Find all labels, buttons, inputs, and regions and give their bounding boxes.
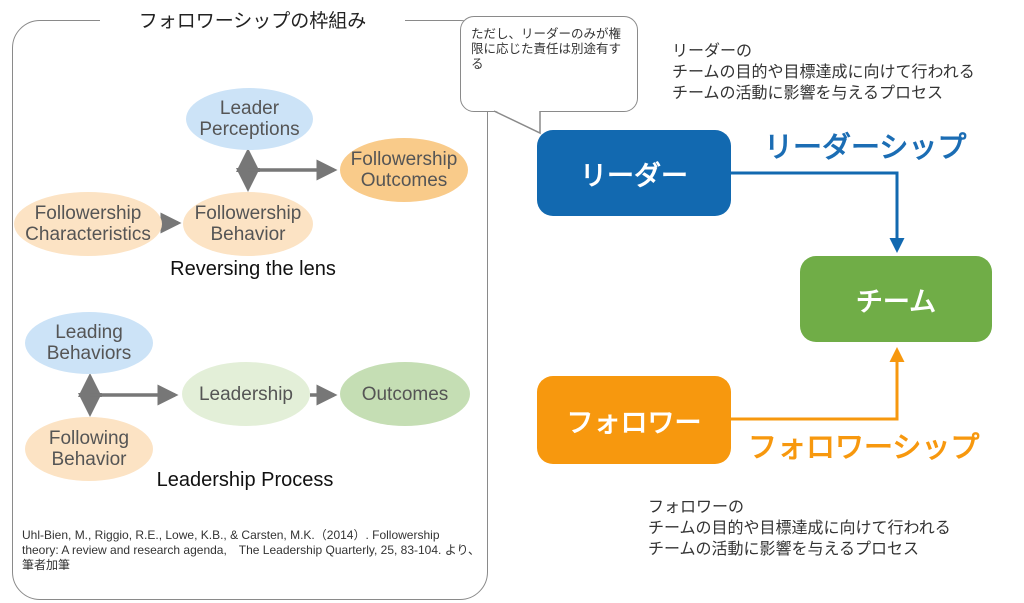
leader-desc-line2: チームの目的や目標達成に向けて行われる <box>672 62 975 81</box>
team-box: チーム <box>800 256 992 342</box>
follower-desc-line1: フォロワーの <box>648 497 745 516</box>
leader-description: リーダーの チームの目的や目標達成に向けて行われる チームの活動に影響を与えるプ… <box>672 40 975 103</box>
callout-bubble: ただし、リーダーのみが権限に応じた責任は別途有する <box>460 16 638 112</box>
node-followership-outcomes: Followership Outcomes <box>340 138 468 202</box>
leader-to-team-connector <box>730 171 905 253</box>
node-leading-behaviors: Leading Behaviors <box>25 312 153 374</box>
leader-desc-line3: チームの活動に影響を与えるプロセス <box>672 83 944 102</box>
follower-to-team-connector <box>730 347 905 421</box>
leadership-label: リーダーシップ <box>764 130 967 164</box>
leader-box: リーダー <box>537 130 731 216</box>
node-leader-perceptions: Leader Perceptions <box>186 88 313 150</box>
node-leadership: Leadership <box>182 362 310 426</box>
follower-desc-line2: チームの目的や目標達成に向けて行われる <box>648 518 951 537</box>
caption-reversing-the-lens: Reversing the lens <box>170 258 336 280</box>
follower-desc-line3: チームの活動に影響を与えるプロセス <box>648 539 920 558</box>
citation: Uhl-Bien, M., Riggio, R.E., Lowe, K.B., … <box>22 528 480 572</box>
follower-box: フォロワー <box>537 376 731 464</box>
callout-text: ただし、リーダーのみが権限に応じた責任は別途有する <box>471 26 622 71</box>
followership-label: フォロワーシップ <box>748 430 980 464</box>
framework-title: フォロワーシップの枠組み <box>100 6 405 36</box>
follower-description: フォロワーの チームの目的や目標達成に向けて行われる チームの活動に影響を与える… <box>648 496 951 559</box>
node-following-behavior: Following Behavior <box>25 417 153 481</box>
node-followership-characteristics: Followership Characteristics <box>14 192 162 256</box>
caption-leadership-process: Leadership Process <box>156 469 334 491</box>
node-outcomes: Outcomes <box>340 362 470 426</box>
node-followership-behavior: Followership Behavior <box>183 192 313 256</box>
leader-desc-line1: リーダーの <box>672 41 753 60</box>
